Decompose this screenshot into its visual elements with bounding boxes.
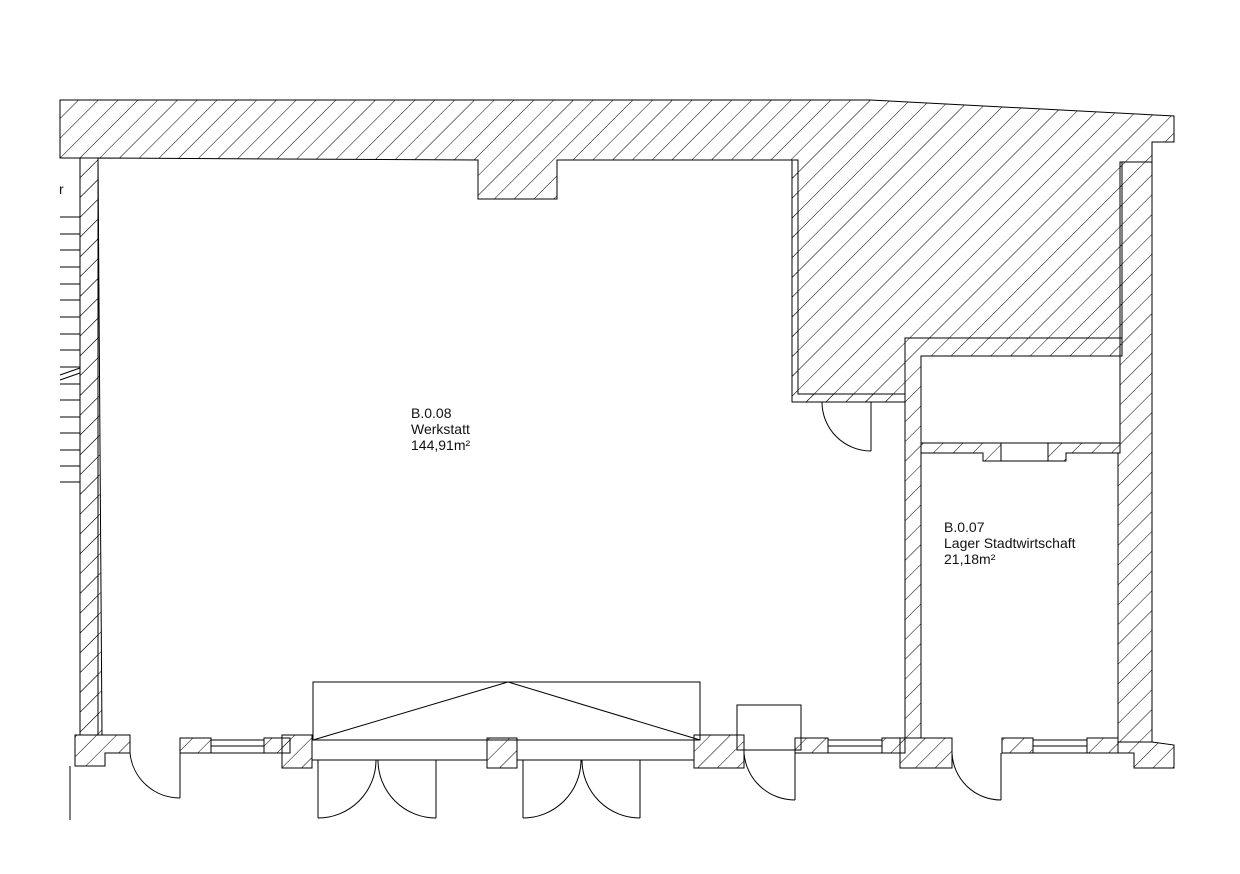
room-name: Werkstatt	[411, 421, 470, 437]
exterior-walls	[59, 99, 1175, 769]
room-name: Lager Stadtwirtschaft	[944, 535, 1076, 551]
bottom-wall-1	[74, 734, 131, 767]
bottom-wall-5	[486, 737, 518, 769]
doors	[69, 401, 1002, 820]
windows	[210, 442, 1088, 754]
canopy	[312, 681, 701, 741]
room-area: 144,91m²	[411, 437, 471, 453]
step-box	[736, 704, 802, 751]
room-number: B.0.07	[944, 519, 985, 535]
upper-room-wall	[791, 159, 906, 403]
bottom-wall-11	[1086, 737, 1119, 754]
room-number: B.0.08	[411, 405, 452, 421]
bottom-wall-2	[179, 737, 212, 754]
right-wall	[1117, 161, 1153, 743]
bottom-wall-4	[281, 734, 313, 769]
stair-fragment	[59, 216, 81, 483]
top-wall	[59, 99, 1175, 736]
window	[1000, 442, 1049, 462]
bottom-wall-12	[1117, 741, 1175, 769]
bottom-wall-10	[1001, 737, 1034, 754]
room-label-b007: B.0.07 Lager Stadtwirtschaft 21,18m²	[944, 519, 1076, 567]
left-wall	[79, 157, 103, 736]
bottom-wall-6	[693, 734, 745, 769]
bottom-wall-7	[794, 737, 829, 754]
room-label-b008: B.0.08 Werkstatt 144,91m²	[411, 405, 470, 453]
bottom-wall-9	[899, 737, 953, 769]
edge-label-fragment: r	[59, 181, 64, 197]
room-area: 21,18m²	[944, 551, 996, 567]
